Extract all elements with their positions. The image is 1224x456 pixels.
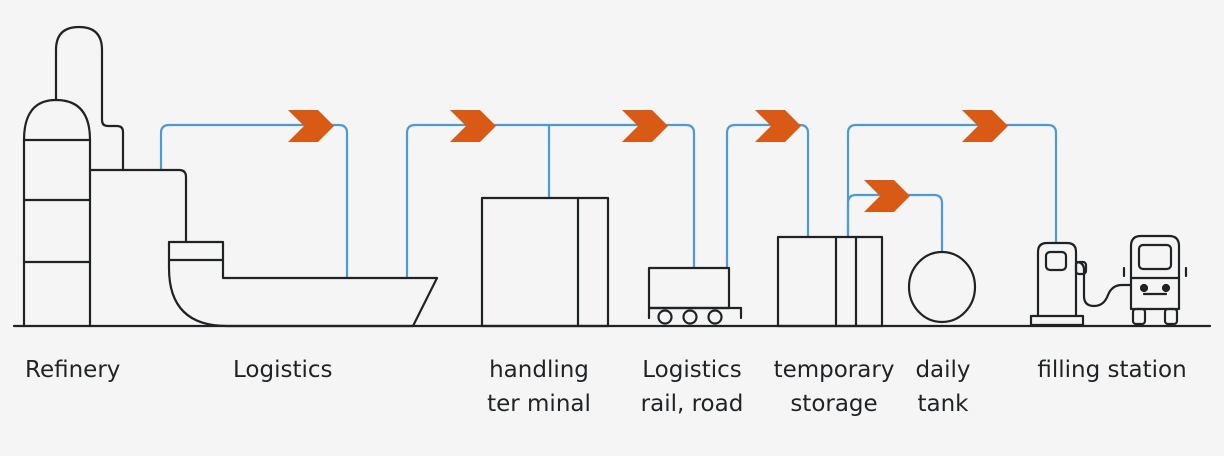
truck-icon bbox=[1122, 234, 1188, 326]
flow-chevron-icon bbox=[622, 110, 668, 142]
label-refinery-line1: Refinery bbox=[25, 357, 121, 383]
flow-line-refinery-to-ship bbox=[159, 123, 349, 278]
label-logistics-rail-road-line1: Logistics bbox=[642, 357, 742, 383]
label-handling-terminal-line2: ter minal bbox=[487, 391, 591, 417]
storage-tanks-icon bbox=[776, 235, 884, 328]
refinery-tower-icon bbox=[22, 25, 188, 328]
label-handling-terminal: handling ter minal bbox=[476, 353, 602, 421]
terminal-building-icon bbox=[480, 196, 610, 328]
label-temporary-storage-line2: storage bbox=[790, 391, 878, 417]
flow-arrows bbox=[288, 110, 1008, 212]
daily-tank-icon bbox=[907, 250, 977, 324]
flow-chevron-icon bbox=[288, 110, 334, 142]
flow-chevron-icon bbox=[755, 110, 801, 142]
label-daily-tank-line1: daily bbox=[915, 357, 971, 383]
tanker-ship-icon bbox=[167, 240, 439, 328]
label-filling-station: filling station bbox=[1026, 353, 1198, 387]
label-logistics-rail-road-line2: rail, road bbox=[640, 391, 744, 417]
label-daily-tank-line2: tank bbox=[917, 391, 969, 417]
label-temporary-storage-line1: temporary bbox=[773, 357, 895, 383]
flow-chevron-icon bbox=[962, 110, 1008, 142]
flow-chevron-icon bbox=[864, 180, 910, 212]
label-refinery: Refinery bbox=[25, 353, 120, 387]
label-handling-terminal-line1: handling bbox=[489, 357, 589, 383]
label-temporary-storage: temporary storage bbox=[766, 353, 902, 421]
label-logistics-line1: Logistics bbox=[233, 357, 333, 383]
label-daily-tank: daily tank bbox=[908, 353, 978, 421]
flow-line-storage-to-station bbox=[846, 123, 1058, 244]
label-filling-station-line1: filling station bbox=[1037, 357, 1187, 383]
flow-chevron-icon bbox=[450, 110, 496, 142]
label-logistics-rail-road: Logistics rail, road bbox=[630, 353, 754, 421]
flow-line-ship-to-terminal bbox=[405, 123, 696, 278]
flow-line-rail-to-storage bbox=[725, 123, 810, 268]
label-logistics: Logistics bbox=[233, 353, 333, 387]
rail-wagon-icon bbox=[647, 266, 743, 325]
fuel-pump-icon bbox=[1029, 241, 1132, 327]
